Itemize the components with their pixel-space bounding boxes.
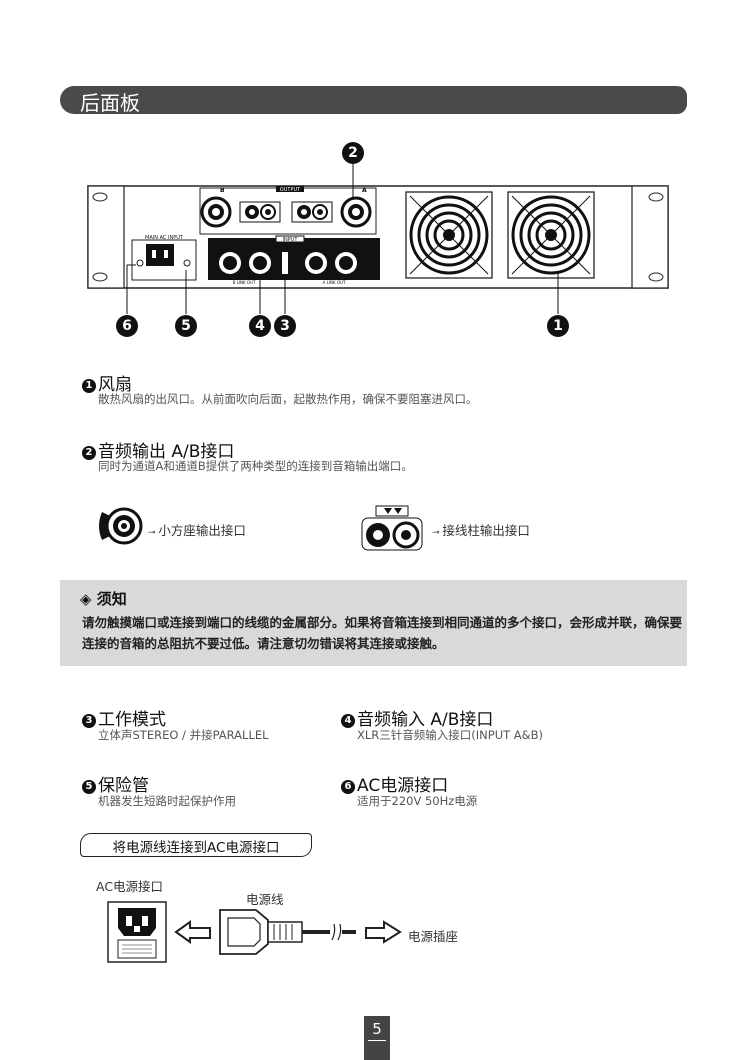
item-fan-desc: 散热风扇的出风口。从前面吹向后面，起散热作用，确保不要阻塞进风口。 bbox=[98, 392, 478, 406]
rack-ear-right bbox=[631, 185, 669, 289]
power-connect-heading: 将电源线连接到AC电源接口 bbox=[80, 833, 312, 857]
item-input-desc: XLR三针音频输入接口(INPUT A&B) bbox=[357, 728, 543, 742]
ac-port-label: AC电源接口 bbox=[96, 879, 164, 894]
channel-b-label: B bbox=[220, 187, 225, 194]
item-number: 3 bbox=[82, 714, 96, 728]
item-number: 1 bbox=[82, 379, 96, 393]
rack-ear-left bbox=[87, 185, 125, 289]
note-title: ◈ 须知 bbox=[80, 590, 127, 608]
item-fuse-desc: 机器发生短路时起保护作用 bbox=[98, 794, 236, 808]
channel-a-label: A bbox=[362, 187, 367, 194]
binding-post-connector-icon bbox=[361, 505, 423, 551]
item-number: 2 bbox=[82, 446, 96, 460]
callout-5: 5 bbox=[175, 315, 197, 337]
item-ac-desc: 适用于220V 50Hz电源 bbox=[357, 794, 478, 808]
rear-panel-diagram: MAIN AC INPUT OUTPUT B A INPUT B LINK OU… bbox=[87, 164, 669, 314]
speakon-connector-icon bbox=[99, 507, 143, 545]
binding-post-connector-label: ⊸ 接线柱输出接口 bbox=[432, 523, 530, 538]
item-number: 5 bbox=[82, 780, 96, 794]
output-label: OUTPUT bbox=[280, 187, 301, 193]
main-ac-label: MAIN AC INPUT bbox=[145, 235, 184, 241]
power-connection-diagram bbox=[107, 901, 402, 963]
arrow-left-icon bbox=[174, 920, 211, 944]
item-output-desc: 同时为通道A和通道B提供了两种类型的连接到音箱输出端口。 bbox=[98, 459, 413, 473]
link-b-label: B LINK OUT bbox=[233, 280, 256, 285]
item-number: 6 bbox=[341, 780, 355, 794]
link-a-label: A LINK OUT bbox=[323, 280, 346, 285]
section-title: 后面板 bbox=[80, 91, 140, 115]
fan-right-icon bbox=[507, 191, 595, 279]
callout-3: 3 bbox=[274, 315, 296, 337]
input-label: INPUT bbox=[283, 237, 299, 243]
ac-inlet-icon bbox=[107, 901, 167, 963]
item-number: 4 bbox=[341, 714, 355, 728]
note-box bbox=[60, 580, 687, 666]
speakon-connector-label: ⊸ 小方座输出接口 bbox=[148, 523, 246, 538]
power-socket-label: 电源插座 bbox=[408, 929, 459, 944]
fan-left-icon bbox=[405, 191, 493, 279]
mode-switch-icon bbox=[282, 252, 288, 274]
power-plug-icon bbox=[219, 909, 356, 955]
power-cord-label: 电源线 bbox=[246, 892, 284, 907]
callout-2: 2 bbox=[342, 142, 364, 164]
callout-6: 6 bbox=[116, 315, 138, 337]
arrow-right-icon bbox=[365, 920, 402, 944]
ac-socket-icon bbox=[146, 244, 174, 266]
callout-1: 1 bbox=[547, 315, 569, 337]
note-text: 请勿触摸端口或连接到端口的线缆的金属部分。如果将音箱连接到相同通道的多个接口，会… bbox=[82, 615, 683, 651]
item-mode-desc: 立体声STEREO / 并接PARALLEL bbox=[98, 728, 269, 742]
callout-4: 4 bbox=[249, 315, 271, 337]
warning-diamond-icon: ◈ bbox=[80, 590, 92, 608]
section-header: 后面板 bbox=[60, 86, 687, 115]
page-number: 5 bbox=[364, 1016, 390, 1060]
